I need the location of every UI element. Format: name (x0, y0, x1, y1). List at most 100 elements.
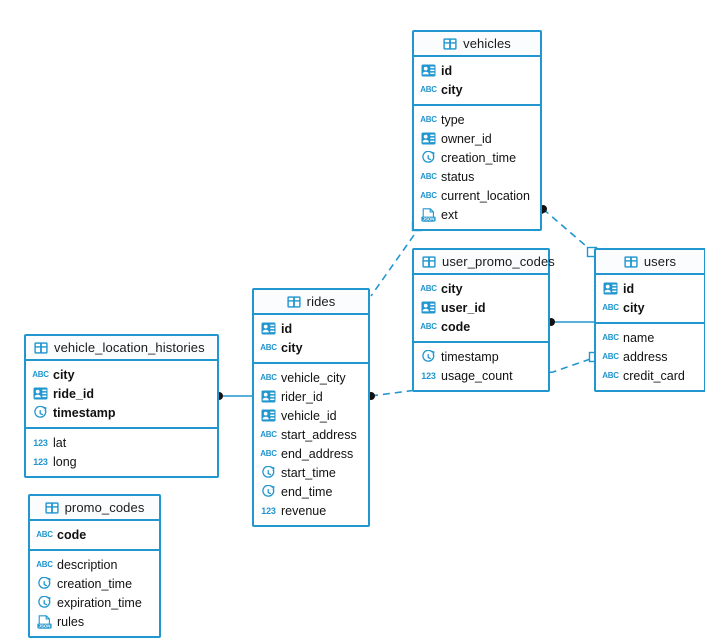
abc-text-icon: ABC (602, 371, 619, 380)
123-number-icon: 123 (261, 505, 276, 516)
field-row[interactable]: owner_id (414, 129, 540, 148)
field-name: code (57, 527, 87, 542)
table-header[interactable]: vehicle_location_histories (26, 336, 217, 361)
table-title: vehicles (463, 36, 511, 51)
field-row[interactable]: creation_time (30, 574, 159, 593)
field-name: current_location (441, 188, 530, 203)
field-row[interactable]: ride_id (26, 384, 217, 403)
table-header[interactable]: vehicles (414, 32, 540, 57)
field-row[interactable]: 123 usage_count (414, 366, 548, 385)
relationship-vehicle-location-histories-rides (215, 392, 252, 400)
clock-icon (37, 595, 52, 610)
relationship-user-promo-codes-users (547, 318, 594, 326)
field-name: code (441, 319, 471, 334)
field-row[interactable]: id (414, 61, 540, 80)
abc-text-icon: ABC (36, 530, 53, 539)
123-number-icon: 123 (421, 370, 436, 381)
field-row[interactable]: timestamp (26, 403, 217, 422)
abc-text-icon: ABC (602, 333, 619, 342)
svg-text:JSON: JSON (423, 216, 435, 221)
field-row[interactable]: creation_time (414, 148, 540, 167)
field-row[interactable]: expiration_time (30, 593, 159, 612)
field-row[interactable]: ABC credit_card (596, 366, 704, 385)
field-name: description (57, 557, 118, 572)
table-header[interactable]: rides (254, 290, 368, 315)
field-name: city (441, 82, 463, 97)
field-name: start_address (281, 427, 357, 442)
abc-text-icon: ABC (602, 352, 619, 361)
table-title: rides (306, 294, 336, 309)
id-card-icon (261, 409, 276, 422)
svg-text:JSON: JSON (39, 623, 51, 628)
table-grid-icon (44, 501, 59, 514)
abc-text-icon: ABC (420, 191, 437, 200)
column-section: timestamp 123 usage_count (414, 343, 548, 390)
field-name: type (441, 112, 465, 127)
field-name: rider_id (281, 389, 323, 404)
field-row[interactable]: user_id (414, 298, 548, 317)
field-name: name (623, 330, 655, 345)
field-row[interactable]: timestamp (414, 347, 548, 366)
field-row[interactable]: end_time (254, 482, 368, 501)
field-name: city (53, 367, 75, 382)
field-name: expiration_time (57, 595, 142, 610)
field-row[interactable]: id (596, 279, 704, 298)
abc-text-icon: ABC (260, 449, 277, 458)
field-name: id (623, 281, 635, 296)
field-name: user_id (441, 300, 486, 315)
field-name: credit_card (623, 368, 685, 383)
field-name: creation_time (57, 576, 133, 591)
field-name: owner_id (441, 131, 492, 146)
field-row[interactable]: rider_id (254, 387, 368, 406)
field-name: vehicle_city (281, 370, 346, 385)
field-name: usage_count (441, 368, 513, 383)
field-row[interactable]: ABC current_location (414, 186, 540, 205)
field-name: timestamp (53, 405, 116, 420)
table-title: promo_codes (64, 500, 145, 515)
field-name: status (441, 169, 475, 184)
abc-text-icon: ABC (420, 284, 437, 293)
id-card-icon (421, 64, 436, 77)
table-header[interactable]: promo_codes (30, 496, 159, 521)
field-row[interactable]: ABC code (30, 525, 159, 544)
json-document-icon: JSON (421, 207, 436, 222)
table-header[interactable]: user_promo_codes (414, 250, 555, 275)
field-row[interactable]: start_time (254, 463, 368, 482)
clock-icon (421, 349, 436, 364)
field-row[interactable]: id (254, 319, 368, 338)
field-name: city (281, 340, 303, 355)
field-row[interactable]: vehicle_id (254, 406, 368, 425)
table-header[interactable]: users (596, 250, 704, 275)
field-name: ride_id (53, 386, 94, 401)
field-row[interactable]: ABC name (596, 328, 704, 347)
